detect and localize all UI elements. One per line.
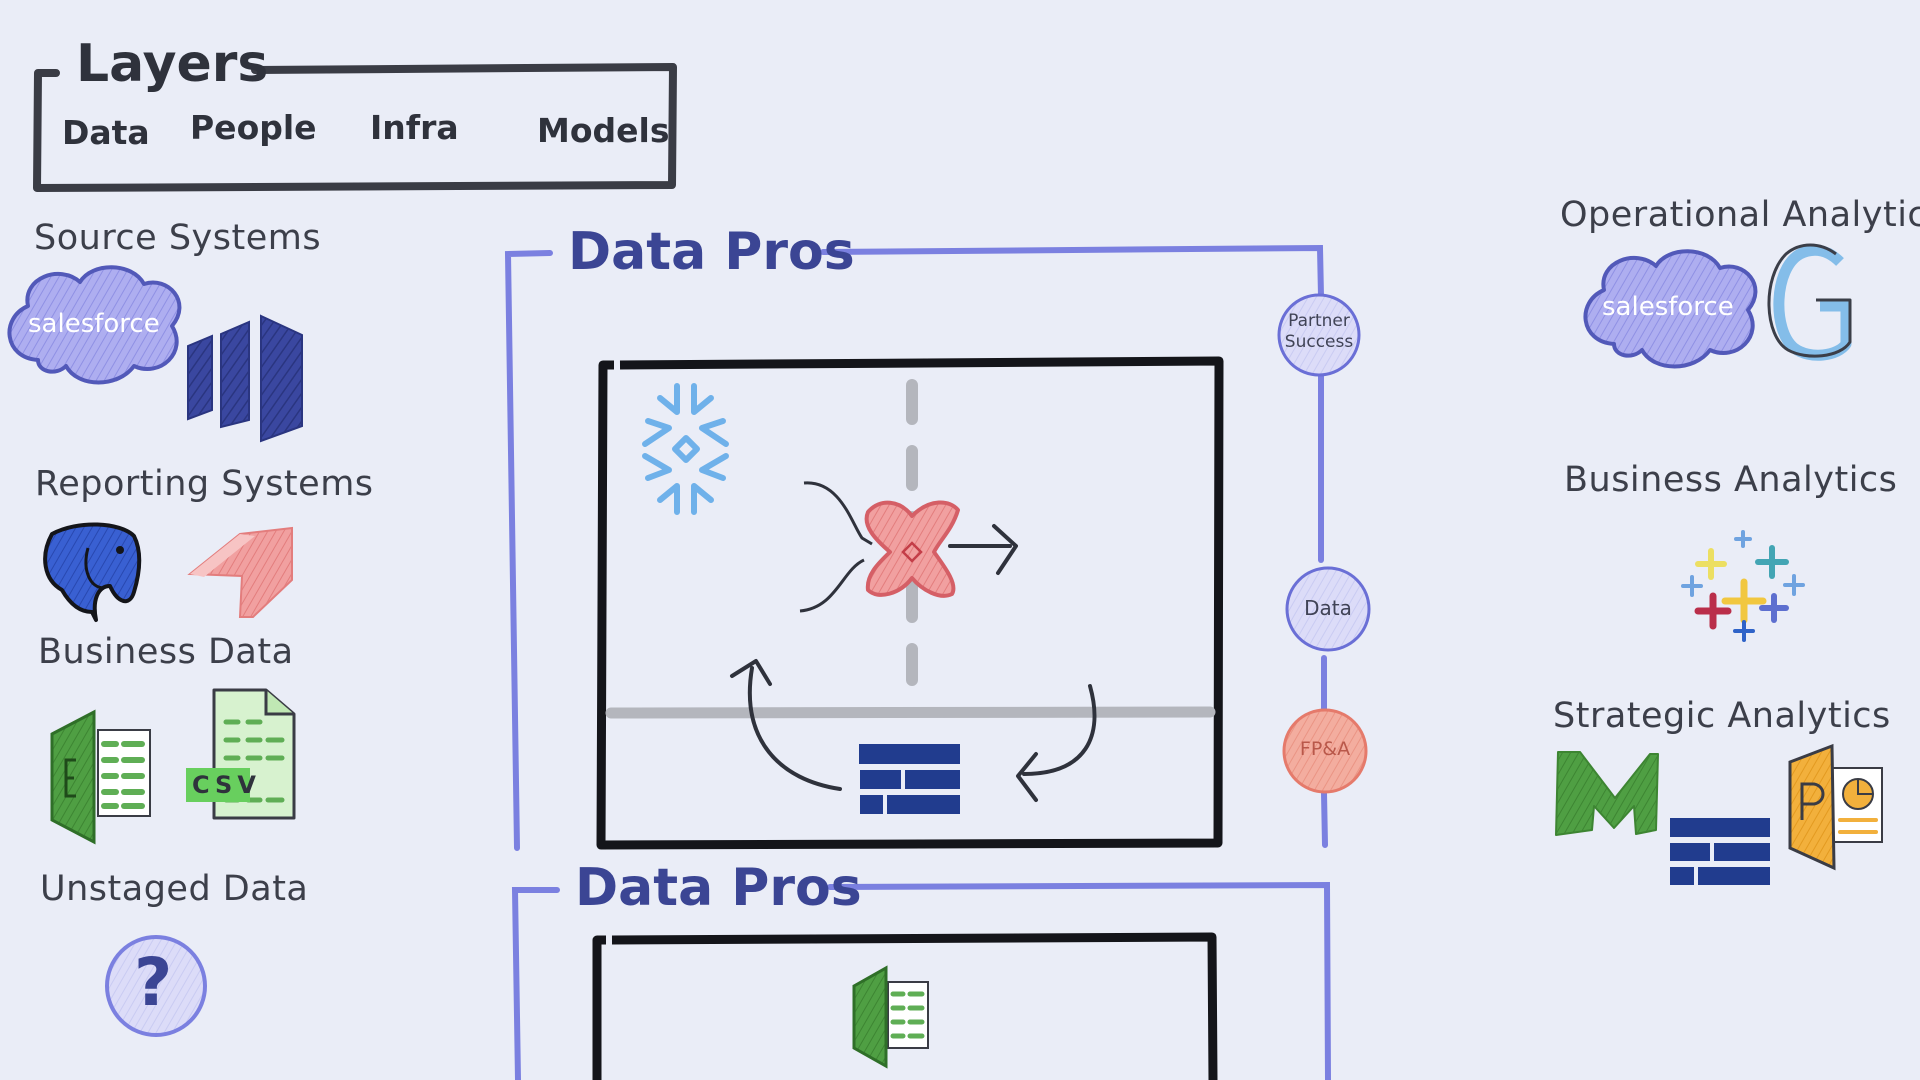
database-bricks-icon	[859, 744, 960, 814]
layer-data: Data	[62, 113, 150, 152]
layer-infra: Infra	[370, 108, 459, 147]
layer-models: Models	[537, 111, 670, 150]
unstaged-data-label: Unstaged Data	[40, 869, 309, 909]
business-analytics-label: Business Analytics	[1564, 460, 1898, 500]
data-pros-title-primary: Data Pros	[568, 222, 855, 282]
team-partner-success-line1: Partner	[1288, 311, 1350, 331]
database-bricks-icon-strategic	[1670, 818, 1770, 885]
csv-text: CSV	[192, 771, 261, 799]
strategic-analytics-label: Strategic Analytics	[1553, 696, 1891, 736]
powerpoint-icon	[1788, 743, 1883, 871]
segment-icon	[187, 314, 303, 443]
operational-analytics-label: Operational Analytics	[1560, 195, 1920, 235]
salesforce-text-source: salesforce	[28, 309, 160, 339]
data-pros-frame-secondary	[511, 881, 1331, 1080]
reporting-systems-label: Reporting Systems	[35, 464, 374, 504]
warehouse-box-secondary	[592, 932, 1218, 1080]
salesforce-text-operational: salesforce	[1602, 292, 1734, 322]
transform-icon	[799, 481, 960, 613]
business-data-label: Business Data	[38, 632, 294, 672]
team-data	[1285, 566, 1371, 652]
team-partner-success-label: Partner Success	[1279, 311, 1359, 353]
data-pros-frame-primary	[504, 244, 1328, 851]
question-mark: ?	[134, 944, 173, 1021]
team-data-label: Data	[1304, 596, 1352, 620]
excel-icon-secondary	[852, 965, 929, 1069]
postgres-icon	[43, 522, 142, 622]
layers-title: Layers	[76, 34, 269, 94]
question-icon	[105, 935, 207, 1037]
source-systems-label: Source Systems	[34, 218, 322, 258]
layer-people: People	[190, 108, 317, 147]
csv-file-icon	[186, 688, 296, 820]
excel-icon	[50, 709, 151, 845]
data-pros-title-secondary: Data Pros	[575, 858, 862, 918]
salesforce-icon	[7, 265, 182, 385]
snowflake-icon	[642, 383, 729, 515]
team-partner-success	[1277, 293, 1361, 377]
team-fpa	[1282, 708, 1368, 794]
tableau-icon	[1681, 530, 1805, 642]
pipeline-arrow-icon	[948, 524, 1018, 575]
salesforce-icon-operational	[1583, 249, 1758, 369]
layers-legend-frame	[33, 63, 677, 192]
m-logo-icon	[1555, 751, 1659, 836]
redshift-icon	[187, 526, 293, 618]
team-fpa-label: FP&A	[1299, 738, 1351, 760]
g-logo-icon	[1767, 243, 1852, 361]
team-partner-success-line2: Success	[1284, 332, 1354, 352]
cycle-arrow-icon	[730, 659, 1097, 802]
